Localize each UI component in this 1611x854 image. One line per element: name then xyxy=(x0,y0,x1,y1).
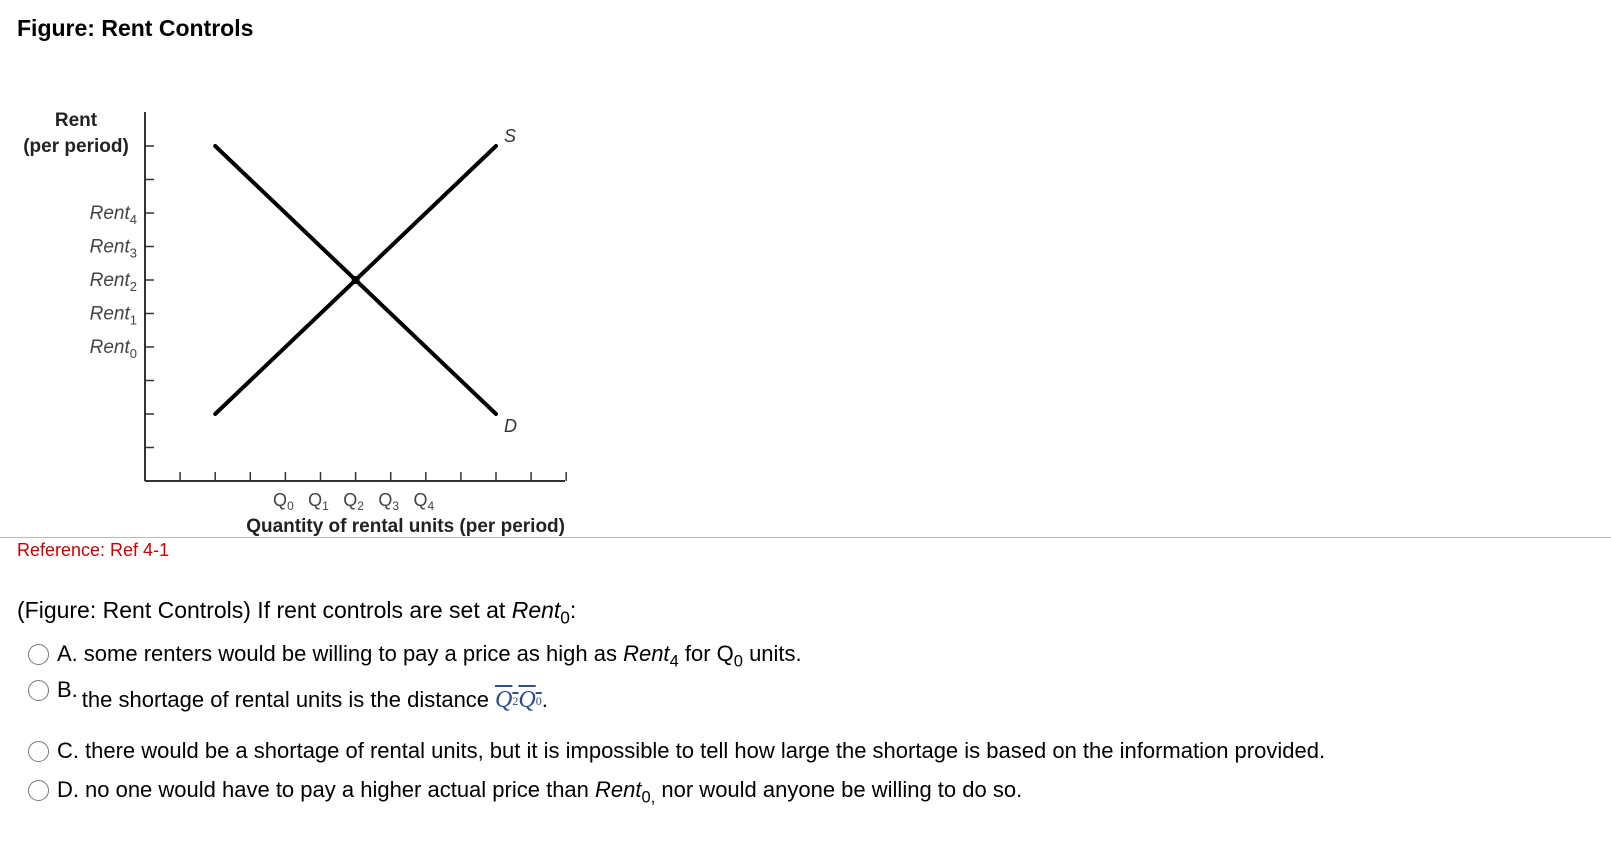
radio-button-b[interactable] xyxy=(28,680,49,701)
option-letter: D. xyxy=(57,777,79,802)
option-c-text: there would be a shortage of rental unit… xyxy=(85,738,1326,763)
period: . xyxy=(541,687,548,712)
option-b-text: the shortage of rental units is the dist… xyxy=(81,687,490,712)
radio-button-a[interactable] xyxy=(28,644,49,665)
option-letter: C. xyxy=(57,738,79,763)
y-tick-label: Rent0 xyxy=(90,337,137,361)
reference-label: Reference: Ref 4-1 xyxy=(17,540,170,560)
figure-title: Figure: Rent Controls xyxy=(17,15,254,41)
y-tick-label: Rent1 xyxy=(90,304,137,328)
y-axis-label-line2: (per period) xyxy=(23,136,129,157)
supply-demand-chart: Rent (per period) Quantity of rental uni… xyxy=(23,110,567,537)
y-axis-label-line1: Rent xyxy=(55,110,98,131)
x-tick-label: Q4 xyxy=(413,490,434,513)
option-c[interactable]: C. there would be a shortage of rental u… xyxy=(28,737,1325,764)
supply-label: S xyxy=(504,126,516,146)
divider xyxy=(0,537,1611,538)
radio-button-c[interactable] xyxy=(28,741,49,762)
option-letter: B. xyxy=(57,677,78,702)
x-tick-label: Q0 xyxy=(273,490,294,513)
question-text: (Figure: Rent Controls) If rent controls… xyxy=(17,597,576,629)
option-b[interactable]: B. the shortage of rental units is the d… xyxy=(28,677,548,714)
x-tick-label: Q2 xyxy=(343,490,364,513)
y-tick-label: Rent2 xyxy=(90,270,137,294)
y-tick-label: Rent4 xyxy=(90,203,137,227)
option-a[interactable]: A. some renters would be willing to pay … xyxy=(28,640,802,671)
option-d-text: no one would have to pay a higher actual… xyxy=(85,777,1023,807)
question-prefix: (Figure: Rent Controls) If rent controls… xyxy=(17,597,512,623)
question-suffix: : xyxy=(569,597,577,623)
option-d[interactable]: D. no one would have to pay a higher act… xyxy=(28,776,1022,807)
option-letter: A. xyxy=(57,641,78,666)
y-tick-label: Rent3 xyxy=(90,237,137,261)
equilibrium-point xyxy=(351,276,360,284)
segment-q2-q0: Q2Q0 xyxy=(495,687,542,713)
x-tick-label: Q3 xyxy=(378,490,399,513)
demand-label: D xyxy=(504,416,517,436)
question-var: Rent0 xyxy=(511,597,570,628)
x-axis-label: Quantity of rental units (per period) xyxy=(246,516,565,537)
option-a-text: some renters would be willing to pay a p… xyxy=(83,641,802,671)
radio-button-d[interactable] xyxy=(28,780,49,801)
x-tick-label: Q1 xyxy=(308,490,329,513)
